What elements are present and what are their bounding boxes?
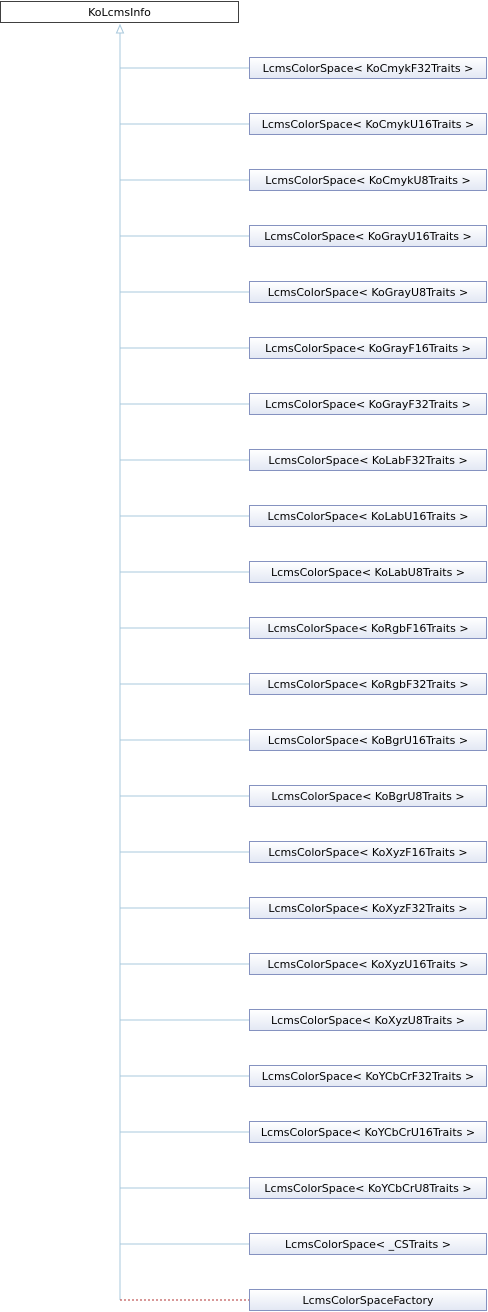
child-class-label: LcmsColorSpace< KoLabF32Traits > xyxy=(268,453,468,467)
child-class-label: LcmsColorSpace< KoXyzU8Traits > xyxy=(270,1013,466,1027)
child-class-node[interactable]: LcmsColorSpace< KoBgrU16Traits > xyxy=(249,729,487,751)
child-class-label: LcmsColorSpace< KoGrayF32Traits > xyxy=(265,397,471,411)
child-class-node[interactable]: LcmsColorSpace< KoCmykU8Traits > xyxy=(249,169,487,191)
child-class-node[interactable]: LcmsColorSpace< KoRgbF32Traits > xyxy=(249,673,487,695)
child-class-label: LcmsColorSpace< KoGrayU16Traits > xyxy=(264,229,472,243)
child-class-label: LcmsColorSpace< KoLabU16Traits > xyxy=(267,509,469,523)
child-class-label: LcmsColorSpace< KoBgrU8Traits > xyxy=(271,789,465,803)
child-class-label: LcmsColorSpace< KoCmykU8Traits > xyxy=(265,173,471,187)
child-class-label: LcmsColorSpace< KoCmykF32Traits > xyxy=(262,61,474,75)
child-class-label: LcmsColorSpace< KoGrayF16Traits > xyxy=(265,341,471,355)
child-class-node[interactable]: LcmsColorSpace< KoGrayF32Traits > xyxy=(249,393,487,415)
child-class-node[interactable]: LcmsColorSpace< KoBgrU8Traits > xyxy=(249,785,487,807)
child-class-node[interactable]: LcmsColorSpace< KoYCbCrU16Traits > xyxy=(249,1121,487,1143)
child-class-node[interactable]: LcmsColorSpace< KoGrayU16Traits > xyxy=(249,225,487,247)
child-class-node[interactable]: LcmsColorSpace< KoLabF32Traits > xyxy=(249,449,487,471)
child-class-node[interactable]: LcmsColorSpace< KoXyzU16Traits > xyxy=(249,953,487,975)
child-class-node[interactable]: LcmsColorSpaceFactory xyxy=(249,1289,487,1311)
child-class-label: LcmsColorSpace< KoXyzU16Traits > xyxy=(267,957,469,971)
child-class-label: LcmsColorSpace< KoYCbCrU16Traits > xyxy=(260,1125,476,1139)
child-class-node[interactable]: LcmsColorSpace< KoCmykU16Traits > xyxy=(249,113,487,135)
child-class-node[interactable]: LcmsColorSpace< KoXyzU8Traits > xyxy=(249,1009,487,1031)
child-class-label: LcmsColorSpaceFactory xyxy=(302,1293,434,1307)
child-class-label: LcmsColorSpace< KoXyzF32Traits > xyxy=(268,901,468,915)
child-class-node[interactable]: LcmsColorSpace< KoXyzF32Traits > xyxy=(249,897,487,919)
child-class-label: LcmsColorSpace< KoCmykU16Traits > xyxy=(261,117,475,131)
child-class-label: LcmsColorSpace< _CSTraits > xyxy=(285,1237,451,1251)
child-class-label: LcmsColorSpace< KoGrayU8Traits > xyxy=(267,285,469,299)
hollow-triangle-arrow-icon xyxy=(115,23,125,34)
child-class-label: LcmsColorSpace< KoRgbF32Traits > xyxy=(267,677,469,691)
child-class-node[interactable]: LcmsColorSpace< KoRgbF16Traits > xyxy=(249,617,487,639)
child-class-node[interactable]: LcmsColorSpace< KoLabU8Traits > xyxy=(249,561,487,583)
child-class-node[interactable]: LcmsColorSpace< KoLabU16Traits > xyxy=(249,505,487,527)
child-class-node[interactable]: LcmsColorSpace< _CSTraits > xyxy=(249,1233,487,1255)
child-class-node[interactable]: LcmsColorSpace< KoYCbCrF32Traits > xyxy=(249,1065,487,1087)
child-class-label: LcmsColorSpace< KoLabU8Traits > xyxy=(270,565,466,579)
child-class-node[interactable]: LcmsColorSpace< KoGrayU8Traits > xyxy=(249,281,487,303)
child-class-label: LcmsColorSpace< KoRgbF16Traits > xyxy=(267,621,469,635)
child-class-node[interactable]: LcmsColorSpace< KoCmykF32Traits > xyxy=(249,57,487,79)
root-class-label: KoLcmsInfo xyxy=(88,5,151,19)
child-class-label: LcmsColorSpace< KoYCbCrF32Traits > xyxy=(261,1069,475,1083)
child-class-label: LcmsColorSpace< KoYCbCrU8Traits > xyxy=(264,1181,472,1195)
child-class-label: LcmsColorSpace< KoXyzF16Traits > xyxy=(268,845,468,859)
root-class-node[interactable]: KoLcmsInfo xyxy=(0,1,239,23)
child-class-node[interactable]: LcmsColorSpace< KoGrayF16Traits > xyxy=(249,337,487,359)
child-class-node[interactable]: LcmsColorSpace< KoYCbCrU8Traits > xyxy=(249,1177,487,1199)
child-class-node[interactable]: LcmsColorSpace< KoXyzF16Traits > xyxy=(249,841,487,863)
child-class-label: LcmsColorSpace< KoBgrU16Traits > xyxy=(267,733,469,747)
